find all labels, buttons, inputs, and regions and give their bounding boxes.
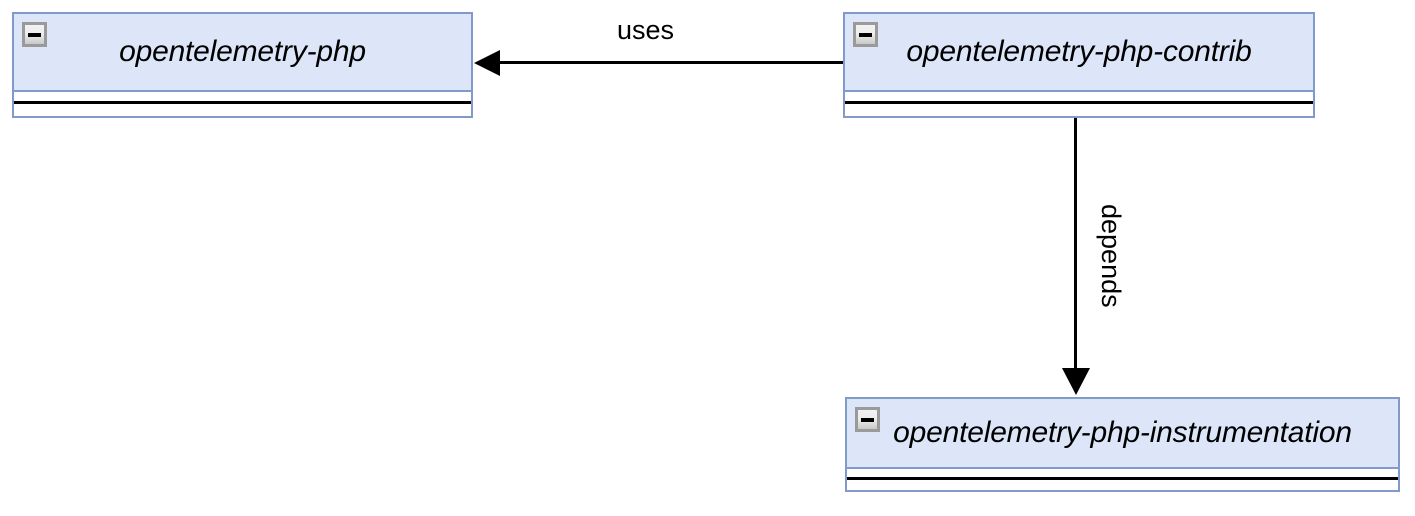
collapse-minus-icon[interactable] [855,407,880,432]
node-label: opentelemetry-php-contrib [906,35,1252,68]
compartment-separator [847,477,1398,480]
edge-uses-line [497,61,843,64]
minus-bar [859,32,872,37]
edge-depends-label: depends [1096,204,1126,308]
node-title-compartment: opentelemetry-php [14,14,471,92]
edge-uses-arrowhead [474,49,500,76]
node-label: opentelemetry-php [119,35,366,68]
node-title-compartment: opentelemetry-php-instrumentation [847,399,1398,469]
node-opentelemetry-php-instrumentation[interactable]: opentelemetry-php-instrumentation [845,397,1400,492]
edge-uses-label: uses [617,15,675,45]
compartment-separator [14,101,471,104]
collapse-minus-icon[interactable] [22,22,47,47]
node-opentelemetry-php[interactable]: opentelemetry-php [12,12,473,118]
edge-depends-arrowhead [1061,368,1090,395]
node-title-compartment: opentelemetry-php-contrib [845,14,1313,92]
node-body-compartments [845,92,1313,116]
node-body-compartments [847,469,1398,490]
node-opentelemetry-php-contrib[interactable]: opentelemetry-php-contrib [843,12,1315,118]
node-body-compartments [14,92,471,116]
minus-bar [861,417,874,422]
edge-depends-line [1074,118,1077,370]
compartment-separator [845,101,1313,104]
collapse-minus-icon[interactable] [853,22,878,47]
node-label: opentelemetry-php-instrumentation [893,416,1352,449]
minus-bar [28,32,41,37]
